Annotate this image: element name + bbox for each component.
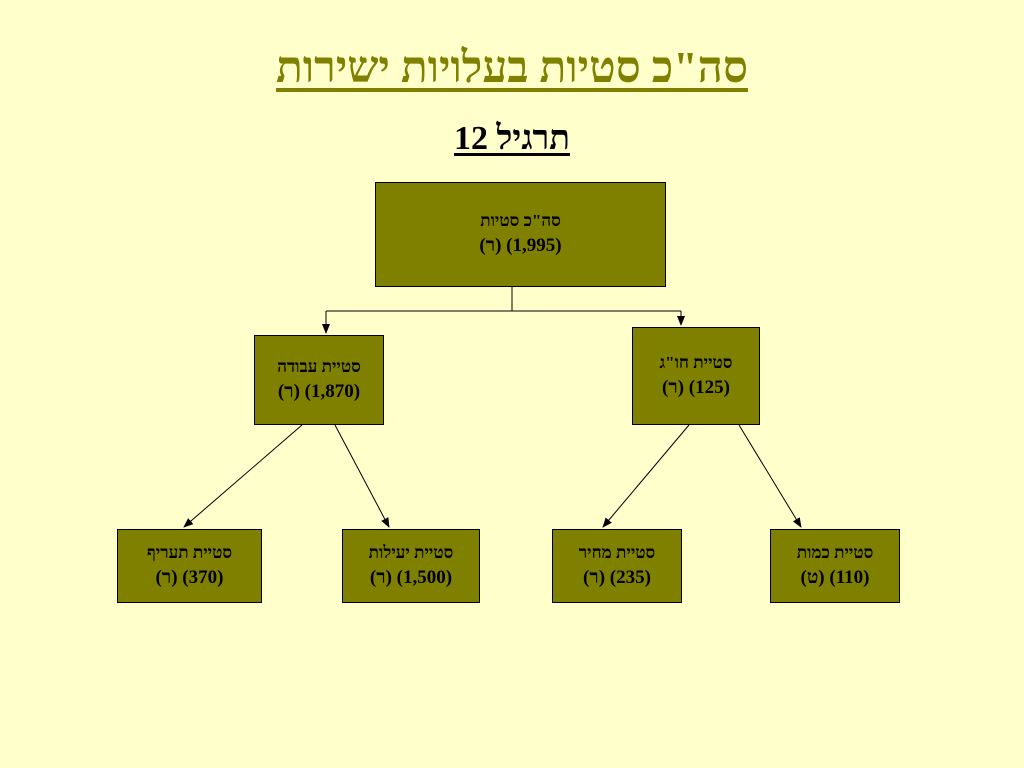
node-label: סטיית עבודה bbox=[277, 356, 361, 376]
node-value: (1,995) (ר) bbox=[479, 235, 562, 257]
node-label: סטיית תעריף bbox=[146, 542, 233, 562]
node-value: (1,500) (ר) bbox=[369, 566, 453, 588]
node-total-variance: סה"כ סטיות (1,995) (ר) bbox=[375, 182, 666, 287]
node-rate-variance: סטיית תעריף (370) (ר) bbox=[117, 529, 262, 603]
exercise-subtitle: תרגיל 12 bbox=[454, 120, 570, 157]
arrow-to-efficiency bbox=[334, 424, 390, 528]
node-label: סטיית כמות bbox=[796, 542, 874, 562]
node-value: (235) (ר) bbox=[583, 566, 651, 588]
node-label: סה"כ סטיות bbox=[480, 211, 561, 231]
arrow-to-rate bbox=[183, 424, 303, 528]
node-value: (125) (ר) bbox=[662, 376, 730, 398]
arrow-to-price bbox=[602, 424, 690, 528]
node-label: סטיית יעילות bbox=[368, 542, 454, 562]
node-label: סטיית חו"ג bbox=[659, 352, 733, 372]
node-label: סטיית מחיר bbox=[578, 542, 656, 562]
node-price-variance: סטיית מחיר (235) (ר) bbox=[552, 529, 682, 603]
node-efficiency-variance: סטיית יעילות (1,500) (ר) bbox=[342, 529, 480, 603]
node-materials-variance: סטיית חו"ג (125) (ר) bbox=[632, 327, 760, 425]
node-value: (1,870) (ר) bbox=[277, 380, 361, 402]
node-value: (370) (ר) bbox=[155, 566, 224, 588]
node-quantity-variance: סטיית כמות (110) (ט) bbox=[770, 529, 900, 603]
page-title: סה"כ סטיות בעלויות ישירות bbox=[275, 43, 748, 92]
node-labor-variance: סטיית עבודה (1,870) (ר) bbox=[254, 335, 384, 425]
arrow-to-quantity bbox=[738, 424, 802, 528]
node-value: (110) (ט) bbox=[800, 566, 870, 588]
